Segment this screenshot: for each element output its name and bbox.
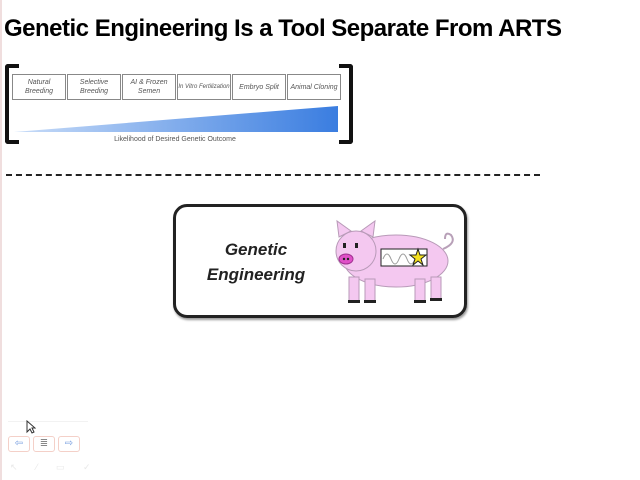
prev-slide-button[interactable]: ⇦ — [8, 436, 30, 452]
step-box: Animal Cloning — [287, 74, 341, 100]
slide-edge — [0, 0, 2, 480]
right-bracket — [339, 64, 353, 144]
step-box: In Vitro Fertilization — [177, 74, 231, 100]
genetic-engineering-box: Genetic Engineering — [173, 204, 467, 318]
likelihood-ramp — [14, 106, 338, 132]
step-box: AI & Frozen Semen — [122, 74, 176, 100]
axis-label: Likelihood of Desired Genetic Outcome — [114, 136, 236, 143]
mouse-cursor-icon — [26, 420, 36, 434]
toolbar-separator — [8, 421, 88, 422]
divider — [6, 174, 540, 176]
pen-tools[interactable]: ↖ ⁄ ▭ ✓ — [10, 462, 99, 472]
step-box: Embryo Split — [232, 74, 286, 100]
slide-title: Genetic Engineering Is a Tool Separate F… — [4, 15, 562, 42]
left-bracket — [5, 64, 19, 144]
slide-menu-button[interactable]: ≣ — [33, 436, 55, 452]
next-slide-button[interactable]: ⇨ — [58, 436, 80, 452]
slide-nav: ⇦ ≣ ⇨ — [8, 436, 80, 452]
box-label-line2: Engineering — [206, 265, 306, 284]
box-label-line1: Genetic — [224, 240, 288, 259]
step-box: Natural Breeding — [12, 74, 66, 100]
step-box: Selective Breeding — [67, 74, 121, 100]
box-label: Genetic Engineering — [196, 237, 316, 287]
arts-steps: Natural Breeding Selective Breeding AI &… — [12, 74, 342, 100]
pig-icon — [335, 219, 454, 303]
